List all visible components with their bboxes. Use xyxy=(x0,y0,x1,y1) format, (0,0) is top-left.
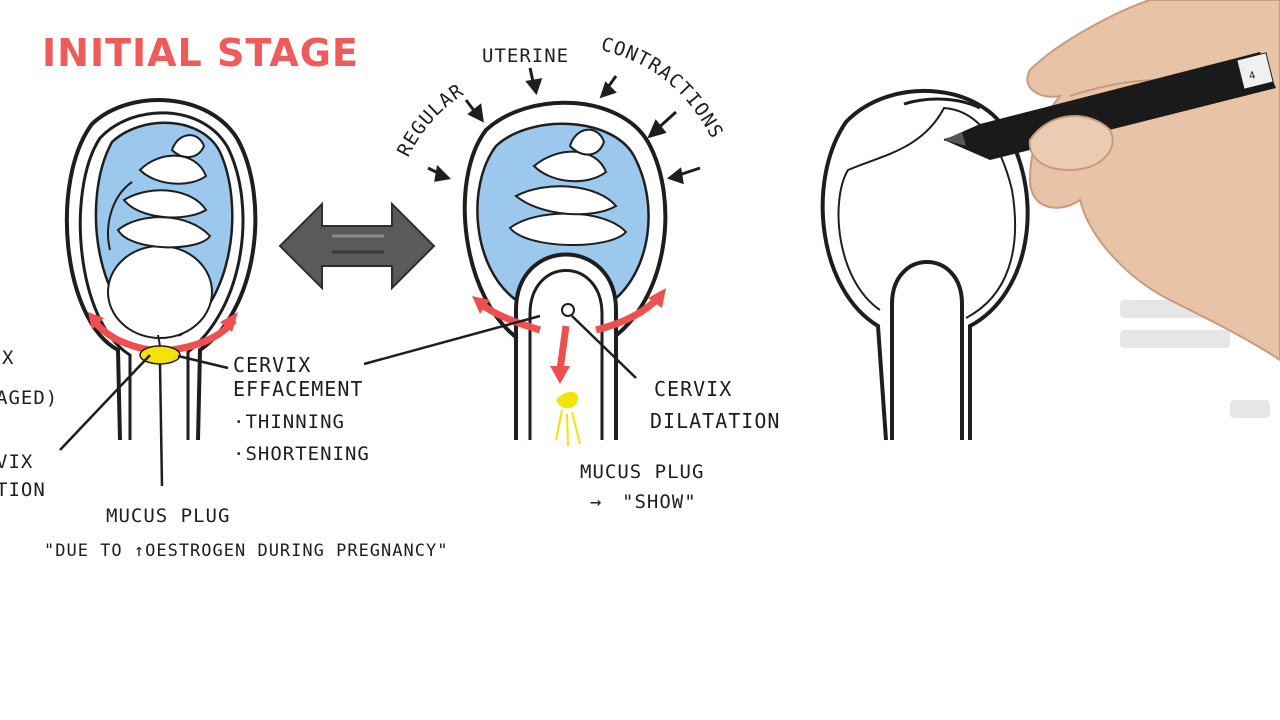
uterus3-outer-wall xyxy=(820,88,1030,441)
dilatation-label-1: CERVIX xyxy=(654,377,732,401)
uterus-contracting-outer-wall xyxy=(462,100,668,441)
mucus-plug-initial xyxy=(139,345,181,365)
effacement-label-3: ·THINNING xyxy=(233,411,345,433)
left-partial-label-3: VIX xyxy=(0,451,33,473)
pen-icon: 4 xyxy=(944,52,1276,160)
thumb xyxy=(1028,115,1114,172)
uterus3-inner-wall xyxy=(837,106,1017,319)
effacement-label-4: ·SHORTENING xyxy=(233,443,370,465)
cervix-os xyxy=(561,303,575,317)
leader-line-effacement-2 xyxy=(363,314,541,366)
contractions-word-regular: REGULAR xyxy=(393,80,468,161)
left-partial-label-2: AGED) xyxy=(0,387,58,409)
effacement-label-2: EFFACEMENT xyxy=(233,377,363,401)
uterus3-cervix-dome xyxy=(890,260,964,440)
fetus-initial xyxy=(107,134,213,339)
leader-line-dilatation-left xyxy=(59,354,151,451)
uterus2-red-arrow-down xyxy=(556,325,570,371)
leader-line-dilatation xyxy=(571,315,637,379)
faint-background-text xyxy=(1120,300,1270,418)
pen-label: 4 xyxy=(1248,70,1257,82)
left-partial-label-4: TION xyxy=(0,479,46,501)
dilatation-label-2: DILATATION xyxy=(650,409,780,433)
uterus-in-progress xyxy=(820,88,1030,441)
title: INITIAL STAGE xyxy=(42,31,359,75)
left-partial-label-1: X xyxy=(2,347,14,369)
show-arrow: → xyxy=(590,491,602,513)
fetus-contracting xyxy=(508,128,628,246)
mucus-plug-show xyxy=(556,391,579,409)
mucus-plug-label-2: MUCUS PLUG xyxy=(580,461,704,483)
uterus-initial-inner-wall xyxy=(78,111,245,440)
contractions-word-uterine: UTERINE xyxy=(482,45,569,67)
uterus-contracting xyxy=(462,100,668,447)
leader-line-effacement xyxy=(177,354,229,370)
contractions-word-contractions: CONTRACTIONS xyxy=(599,33,728,142)
uterus-initial xyxy=(64,98,258,487)
effacement-label-1: CERVIX xyxy=(233,353,311,377)
show-label: "SHOW" xyxy=(622,491,697,513)
mucus-plug-note: "DUE TO ↑OESTROGEN DURING PREGNANCY" xyxy=(44,541,448,561)
contraction-arrows xyxy=(427,67,701,185)
mucus-plug-label-1: MUCUS PLUG xyxy=(106,505,230,527)
hand-with-pen: 4 xyxy=(944,0,1280,362)
uterus-initial-outer-wall xyxy=(64,98,258,441)
double-headed-arrow-icon xyxy=(278,201,436,291)
cervix-dilated-inner xyxy=(528,269,604,440)
